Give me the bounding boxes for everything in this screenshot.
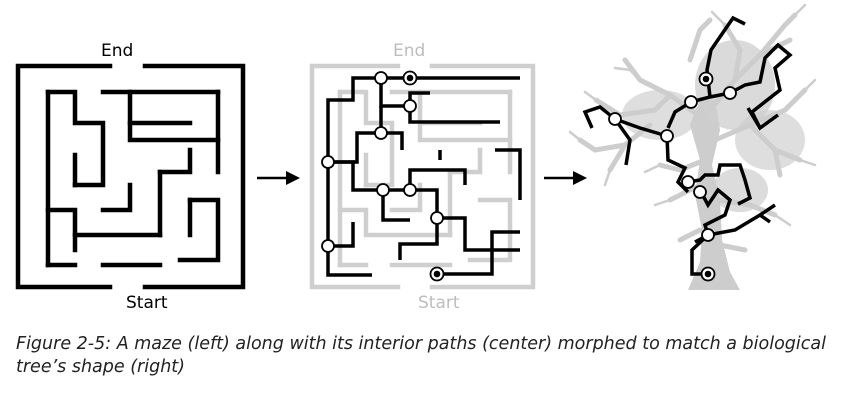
center-start-label: Start (418, 293, 460, 313)
maze-center-nodes (321, 70, 445, 282)
center-end-label: End (393, 41, 425, 61)
right-arrow-icon (544, 171, 587, 185)
maze-center-paths (326, 76, 522, 277)
left-end-label: End (101, 41, 133, 61)
left-start-label: Start (126, 293, 168, 313)
tree-paths (582, 15, 793, 276)
right-arrow-icon (257, 171, 300, 185)
figure-caption: Figure 2-5: A maze (left) along with its… (16, 334, 826, 377)
tree-nodes (608, 71, 737, 282)
maze-left (15, 63, 246, 290)
